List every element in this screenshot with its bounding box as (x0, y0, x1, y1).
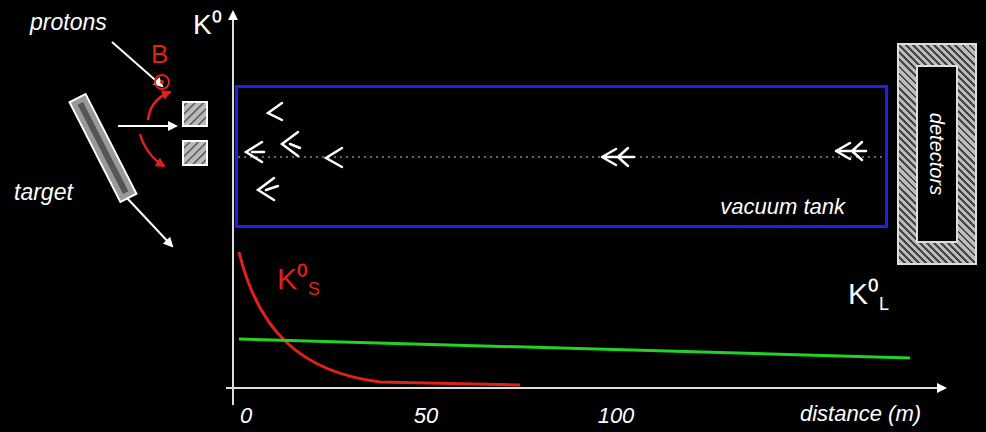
kaon-symbols (246, 103, 866, 200)
target-label: target (14, 180, 73, 205)
axis-label: K⁰ (193, 10, 222, 41)
kl-curve (239, 339, 910, 358)
vacuum-tank: vacuum tank (235, 85, 888, 228)
deflection-arrow (148, 92, 170, 120)
proton-beam (127, 198, 172, 246)
axis-title: distance (m) (800, 402, 921, 426)
field-label: B (151, 40, 168, 69)
x-axis (226, 387, 945, 389)
tick-label: 0 (240, 404, 252, 428)
beam-axis (238, 156, 886, 158)
collimator (183, 141, 207, 165)
detector-label: detectors (926, 113, 948, 195)
detector-inner: detectors (916, 65, 958, 243)
tick-label: 50 (414, 404, 438, 428)
field-symbol (155, 75, 169, 89)
tank-label: vacuum tank (720, 195, 845, 219)
secondary-beam (118, 125, 176, 127)
curve-label: K⁰L (848, 277, 889, 315)
curve-label: K⁰S (277, 262, 320, 300)
deflection-arrow (140, 134, 164, 166)
beam-label: protons (30, 10, 107, 35)
tick-label: 100 (598, 404, 635, 428)
detector-box: detectors (897, 43, 977, 265)
collimator (183, 102, 207, 126)
y-axis (232, 12, 234, 405)
target-bar (70, 94, 137, 202)
ks-curve (239, 252, 520, 385)
